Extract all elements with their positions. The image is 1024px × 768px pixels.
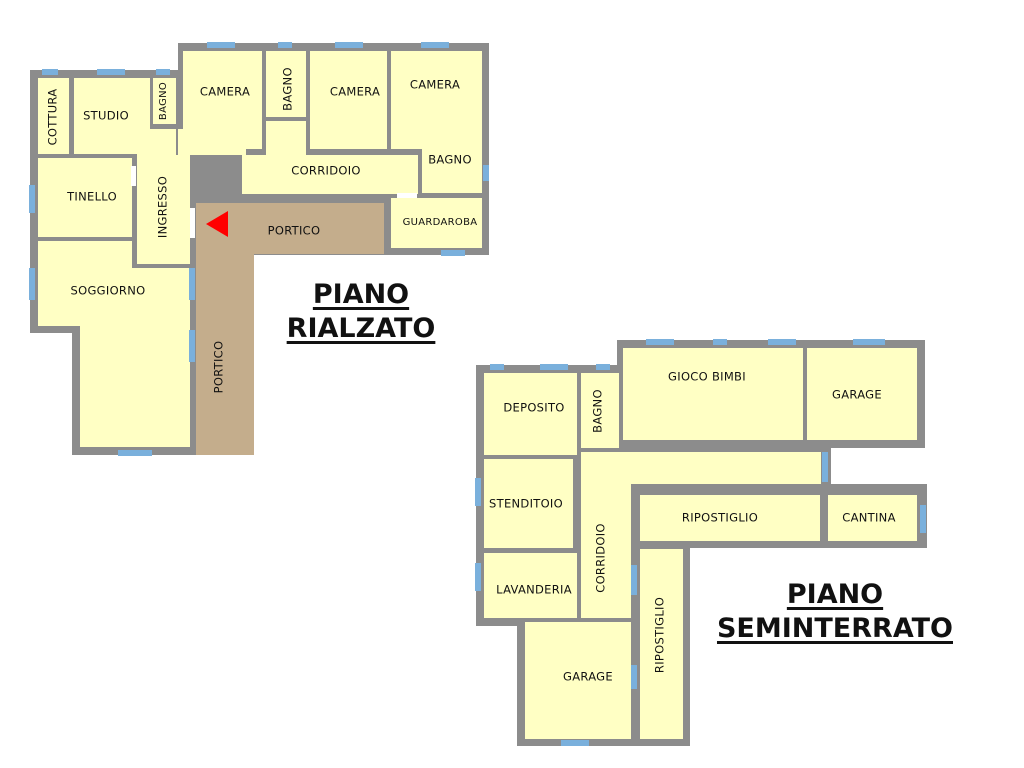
door [397,193,417,198]
window [189,268,195,300]
entrance-arrow-icon [206,211,228,237]
label-gioco-bimbi: GIOCO BIMBI [668,370,746,384]
label-garage-2: GARAGE [563,670,613,684]
room-soggiorno [38,241,190,447]
window [97,69,125,75]
room-deposito [484,373,577,455]
ground-floor-windows [29,42,489,456]
room-garage-2 [525,622,631,739]
room-gioco-bimbi [623,348,803,440]
label-lavanderia: LAVANDERIA [496,583,572,597]
room-tinello [38,158,132,237]
window [853,339,885,345]
label-portico-horizontal: PORTICO [268,224,321,238]
window [441,250,465,256]
window [42,69,58,75]
window [118,450,152,456]
window [540,364,568,370]
ground-floor-plan: COTTURA STUDIO BAGNO CAMERA BAGNO CAMERA… [29,42,489,456]
room-guardaroba [391,198,482,248]
window [490,364,504,370]
room-bagno-small [153,78,176,124]
basement-title: PIANO SEMINTERRATO [700,578,970,646]
label-stenditoio: STENDITOIO [489,497,563,511]
room-bagno-3 [422,138,482,193]
label-bagno-2: BAGNO [281,67,295,111]
basement-title-line-1: PIANO [786,579,884,610]
window [822,452,828,482]
label-bagno-small: BAGNO [158,82,169,120]
label-cantina: CANTINA [842,511,896,525]
label-corridoio-basement: CORRIDOIO [594,523,608,593]
label-soggiorno: SOGGIORNO [71,284,146,298]
room-bagno-basement [581,373,619,448]
room-bagno-2 [266,51,306,117]
label-ripostiglio-vertical: RIPOSTIGLIO [653,597,667,673]
label-portico-vertical: PORTICO [212,341,226,394]
window [475,478,481,506]
room-corridoio-hall [246,155,418,194]
room-stenditoio [484,459,573,548]
room-ripostiglio-vertical [640,549,683,739]
label-garage-1: GARAGE [832,388,882,402]
window [596,364,610,370]
room-lavanderia [484,553,577,618]
label-deposito: DEPOSITO [503,401,564,415]
door [131,166,136,186]
ground-floor-title: PIANO RIALZATO [272,278,450,346]
label-bagno-basement: BAGNO [591,389,605,433]
label-ingresso: INGRESSO [156,176,170,238]
window [29,268,35,300]
window [421,42,449,48]
ground-floor-title-line-1: PIANO [312,279,410,310]
basement-title-line-2: SEMINTERRATO [716,613,953,644]
basement-floor-plan: DEPOSITO BAGNO GIOCO BIMBI GARAGE STENDI… [475,339,927,746]
label-ripostiglio-horizontal: RIPOSTIGLIO [682,511,758,525]
label-camera-1: CAMERA [200,85,250,99]
window [475,563,481,591]
window [29,185,35,213]
label-bagno-3: BAGNO [428,153,472,167]
room-corridoio-basement [581,452,821,618]
window [335,42,363,48]
door [190,208,195,238]
window [156,69,170,75]
ground-floor-doors [131,166,417,238]
label-cottura: COTTURA [46,89,60,146]
label-camera-2: CAMERA [330,85,380,99]
room-cottura [38,78,69,154]
window [631,565,637,595]
room-cantina [828,495,917,541]
window [713,339,727,345]
window [278,42,292,48]
window [189,330,195,362]
label-tinello: TINELLO [66,190,117,204]
label-guardaroba: GUARDAROBA [403,217,478,228]
label-corridoio: CORRIDOIO [291,164,361,178]
window [920,505,926,533]
window [207,42,235,48]
label-studio: STUDIO [83,109,129,123]
window [483,165,489,181]
window [561,740,589,746]
label-camera-3: CAMERA [410,78,460,92]
room-camera-2 [310,51,387,149]
window [768,339,796,345]
room-ingresso [137,129,190,264]
window [631,665,637,689]
room-camera-3 [391,51,482,149]
room-ripostiglio-horizontal [640,495,820,541]
basement-windows [475,339,926,746]
room-garage-1 [807,348,917,440]
ground-floor-title-line-2: RIALZATO [286,313,436,344]
window [646,339,674,345]
room-portico [196,203,384,455]
